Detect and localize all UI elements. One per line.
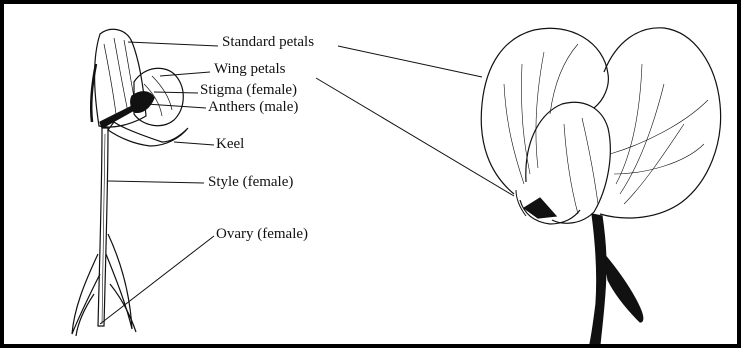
- stem-whole: [590, 214, 606, 344]
- sepal-right-a: [106, 234, 132, 329]
- label-stigma: Stigma (female): [200, 82, 297, 98]
- standard-petal-left-lobe: [481, 28, 608, 194]
- label-ovary: Ovary (female): [216, 226, 308, 242]
- sepal-left: [72, 254, 100, 334]
- leader-lines: [100, 42, 514, 324]
- label-wing-petals: Wing petals: [214, 61, 285, 77]
- label-anthers: Anthers (male): [208, 99, 298, 115]
- whole-flower: [481, 28, 720, 344]
- label-style: Style (female): [208, 174, 293, 190]
- flower-stem: [98, 128, 108, 326]
- pea-flower-diagram: [4, 4, 737, 344]
- sepal-whole: [604, 254, 643, 322]
- wing-petal-veins-whole: [564, 118, 598, 214]
- label-standard-petals: Standard petals: [222, 34, 314, 50]
- label-keel: Keel: [216, 136, 244, 152]
- standard-petal-right-lobe: [600, 28, 721, 218]
